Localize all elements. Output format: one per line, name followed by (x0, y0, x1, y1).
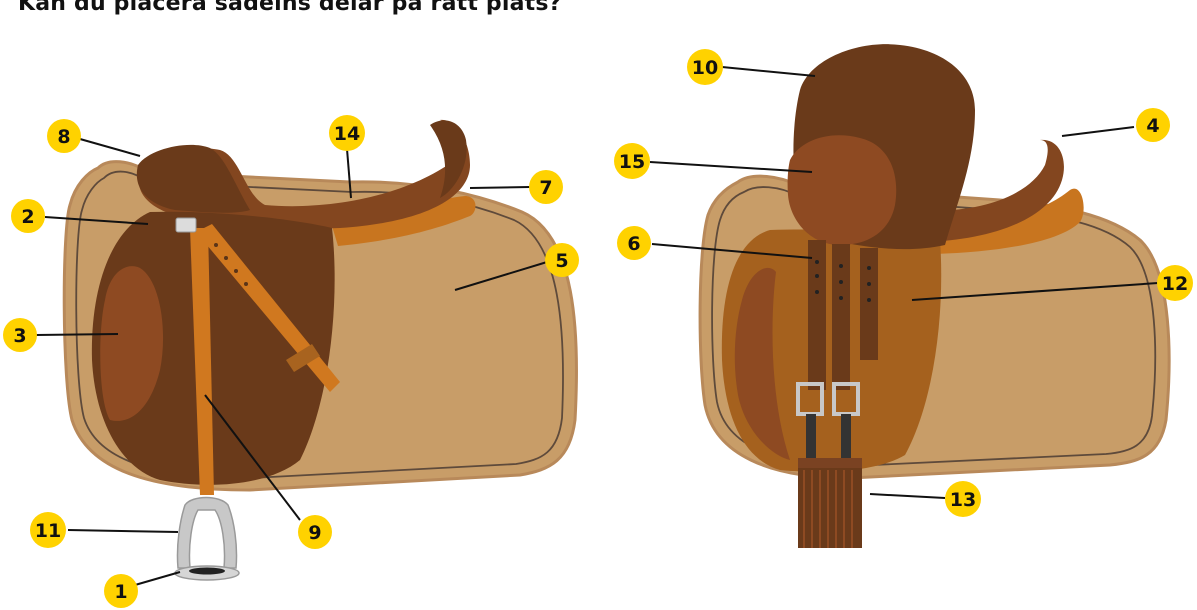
strap-hole (224, 256, 228, 260)
badge-12-label: 12 (1162, 273, 1188, 295)
right-saddle (700, 44, 1169, 548)
billet-hole (815, 260, 819, 264)
badge-13-label: 13 (950, 489, 976, 511)
billet-hole (867, 266, 871, 270)
girth-top (798, 458, 862, 468)
badge-5[interactable]: 5 (545, 243, 579, 277)
badge-15-label: 15 (619, 151, 645, 173)
badge-4[interactable]: 4 (1136, 108, 1170, 142)
badge-14[interactable]: 14 (329, 115, 365, 151)
badge-3-label: 3 (13, 325, 26, 347)
badge-10[interactable]: 10 (687, 49, 723, 85)
billet-hole (839, 296, 843, 300)
strap-hole (244, 282, 248, 286)
badge-11[interactable]: 11 (30, 512, 66, 548)
girth-strap (806, 414, 816, 460)
badge-13[interactable]: 13 (945, 481, 981, 517)
billet-hole (815, 274, 819, 278)
badge-15[interactable]: 15 (614, 143, 650, 179)
badge-1[interactable]: 1 (104, 574, 138, 608)
badge-7[interactable]: 7 (529, 170, 563, 204)
girth-ridges (804, 470, 852, 548)
badge-7-label: 7 (539, 177, 552, 199)
billet-hole (815, 290, 819, 294)
right-knee-pad (788, 135, 897, 245)
badge-11-label: 11 (35, 520, 61, 542)
strap-hole (214, 243, 218, 247)
badge-3[interactable]: 3 (3, 318, 37, 352)
strap-hole (234, 269, 238, 273)
badge-12[interactable]: 12 (1157, 265, 1193, 301)
left-stirrup-iron (177, 498, 236, 569)
badge-2[interactable]: 2 (11, 199, 45, 233)
billet-hole (867, 298, 871, 302)
left-saddle (64, 120, 576, 580)
badge-1-label: 1 (114, 581, 127, 603)
left-stirrup-bar (176, 218, 196, 232)
badge-4-label: 4 (1146, 115, 1159, 137)
badge-10-label: 10 (692, 57, 718, 79)
girth-strap (841, 414, 851, 460)
badge-5-label: 5 (555, 250, 568, 272)
stirrup-pad (189, 568, 225, 575)
right-billet-3 (860, 248, 878, 360)
badge-6-label: 6 (627, 233, 640, 255)
billet-hole (839, 264, 843, 268)
badge-8[interactable]: 8 (47, 119, 81, 153)
badge-2-label: 2 (21, 206, 34, 228)
badge-9-label: 9 (308, 522, 321, 544)
badge-6[interactable]: 6 (617, 226, 651, 260)
billet-hole (839, 280, 843, 284)
badge-14-label: 14 (334, 123, 360, 145)
billet-hole (867, 282, 871, 286)
badge-8-label: 8 (57, 126, 70, 148)
badge-9[interactable]: 9 (298, 515, 332, 549)
